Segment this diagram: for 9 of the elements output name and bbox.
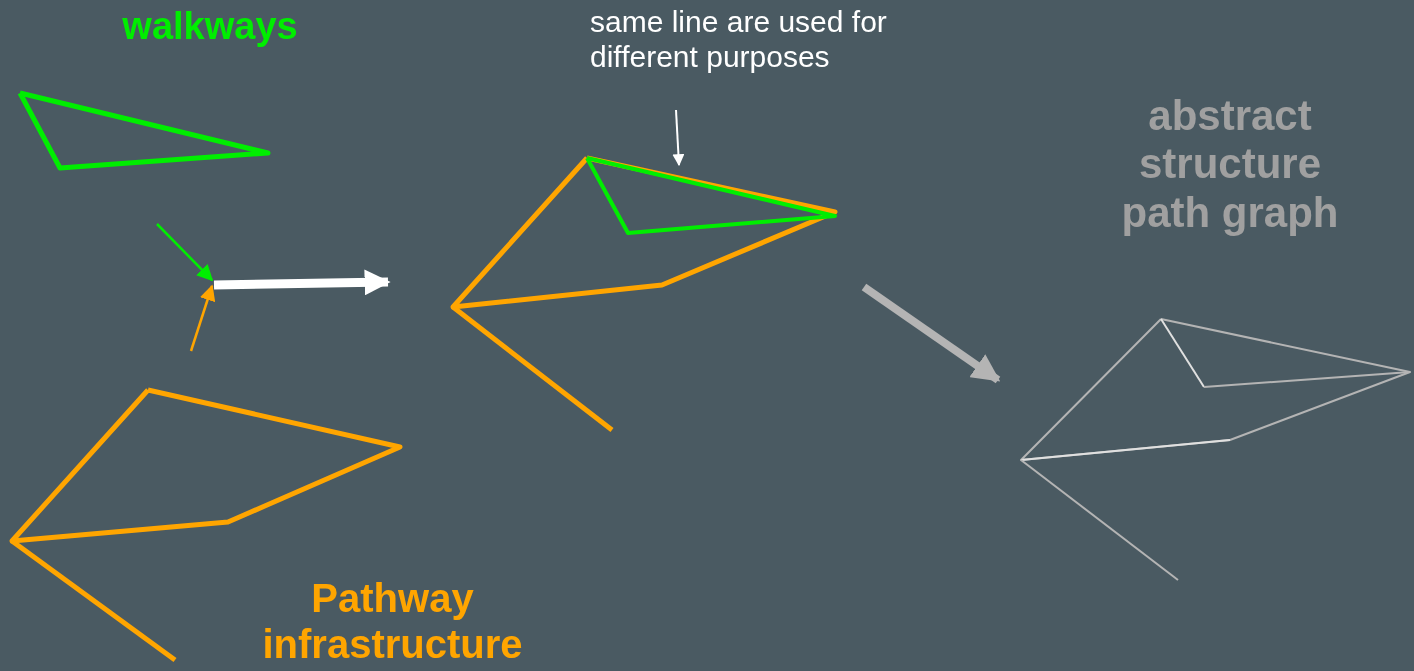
heading: walkways [121,5,299,49]
leader-line [672,109,685,167]
note-text: same line are used for different purposes [590,5,888,74]
arrow [189,284,216,352]
arrow [213,269,391,296]
heading: Pathway infrastructure [261,575,524,667]
heading: abstract structure path graph [1120,92,1340,237]
arrow [861,283,1001,384]
arrow [156,223,214,282]
